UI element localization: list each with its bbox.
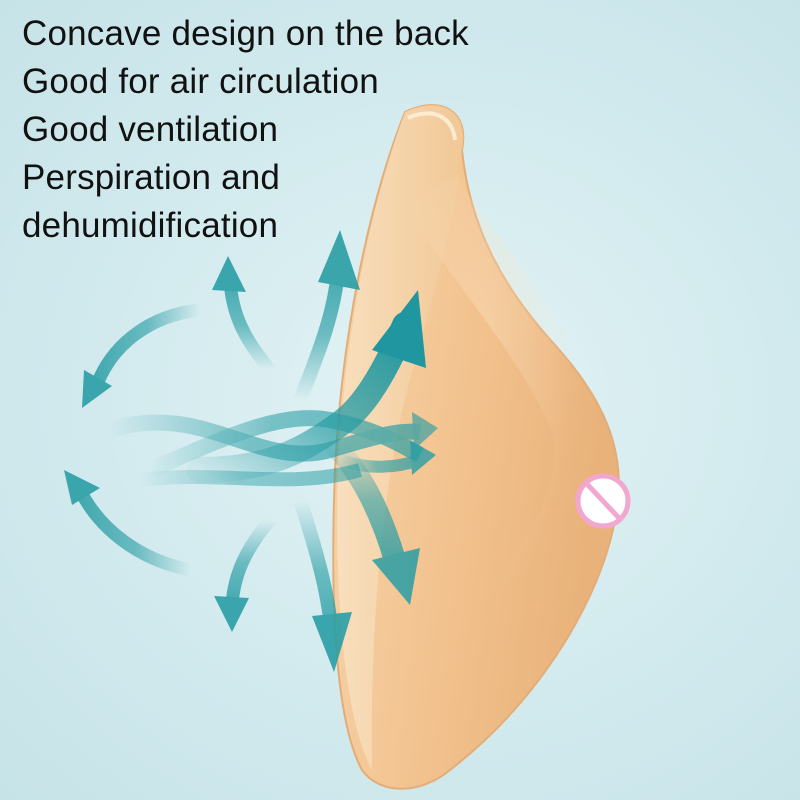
caption-line: dehumidification [22,206,279,245]
silicone-breast-form [332,104,620,790]
arrow-diagonal-main [187,290,426,483]
caption-line: Concave design on the back [22,14,469,53]
arrow-up-tall [293,230,360,403]
arrow-small-right [338,440,436,475]
prohibited-circle-icon [575,473,631,529]
arrow-down-left-arc [64,470,192,577]
arrow-up-left-arc [82,303,201,408]
caption-line: Good for air circulation [22,62,379,101]
arrow-down-curve-small [214,515,276,632]
airflow-arrows [64,230,438,672]
feature-caption: Concave design on the back Good for air … [22,10,469,250]
arrow-down-tall [293,497,352,672]
caption-line: Perspiration and [22,158,281,197]
arrow-up-curve-small [212,256,275,375]
caption-line: Good ventilation [22,110,279,149]
arrow-down-right [322,432,420,605]
